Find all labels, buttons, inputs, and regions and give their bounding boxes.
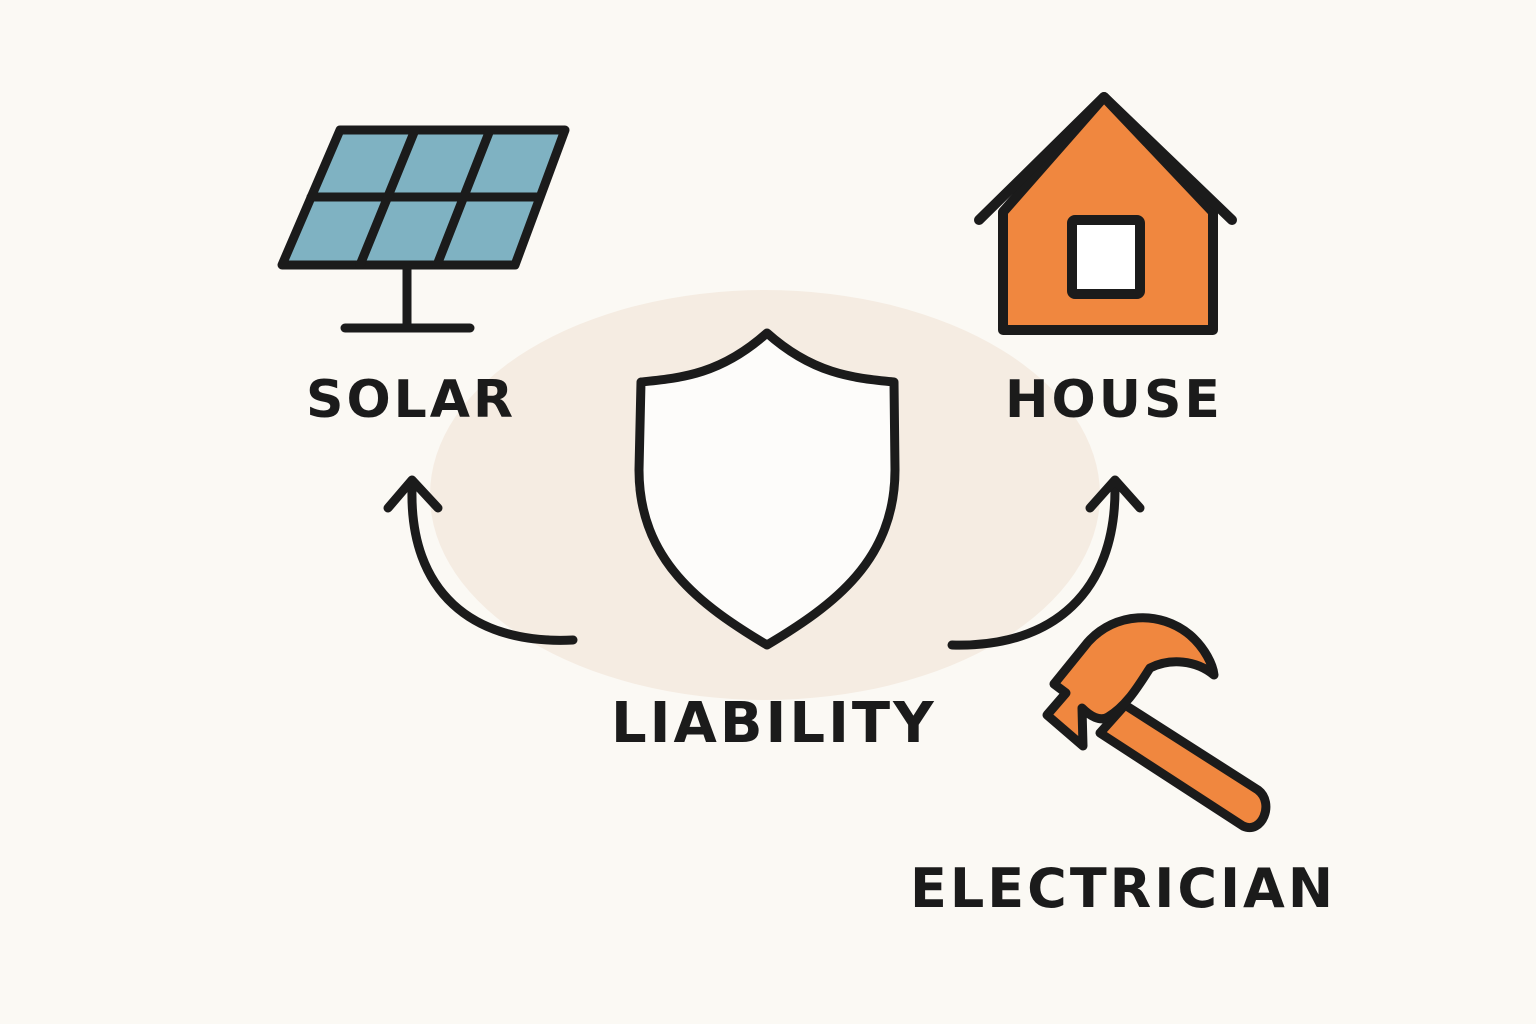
electrician-label: ELECTRICIAN (910, 857, 1337, 920)
solar-panel-icon (277, 125, 570, 333)
shield-icon (634, 328, 900, 650)
house-icon (974, 92, 1237, 335)
arrow-to-solar-icon (383, 475, 578, 645)
solar-label: SOLAR (306, 370, 517, 430)
hammer-icon (1042, 613, 1271, 832)
liability-label: LIABILITY (611, 691, 937, 756)
house-label: HOUSE (1005, 370, 1223, 430)
arrow-to-house-icon (947, 475, 1145, 650)
